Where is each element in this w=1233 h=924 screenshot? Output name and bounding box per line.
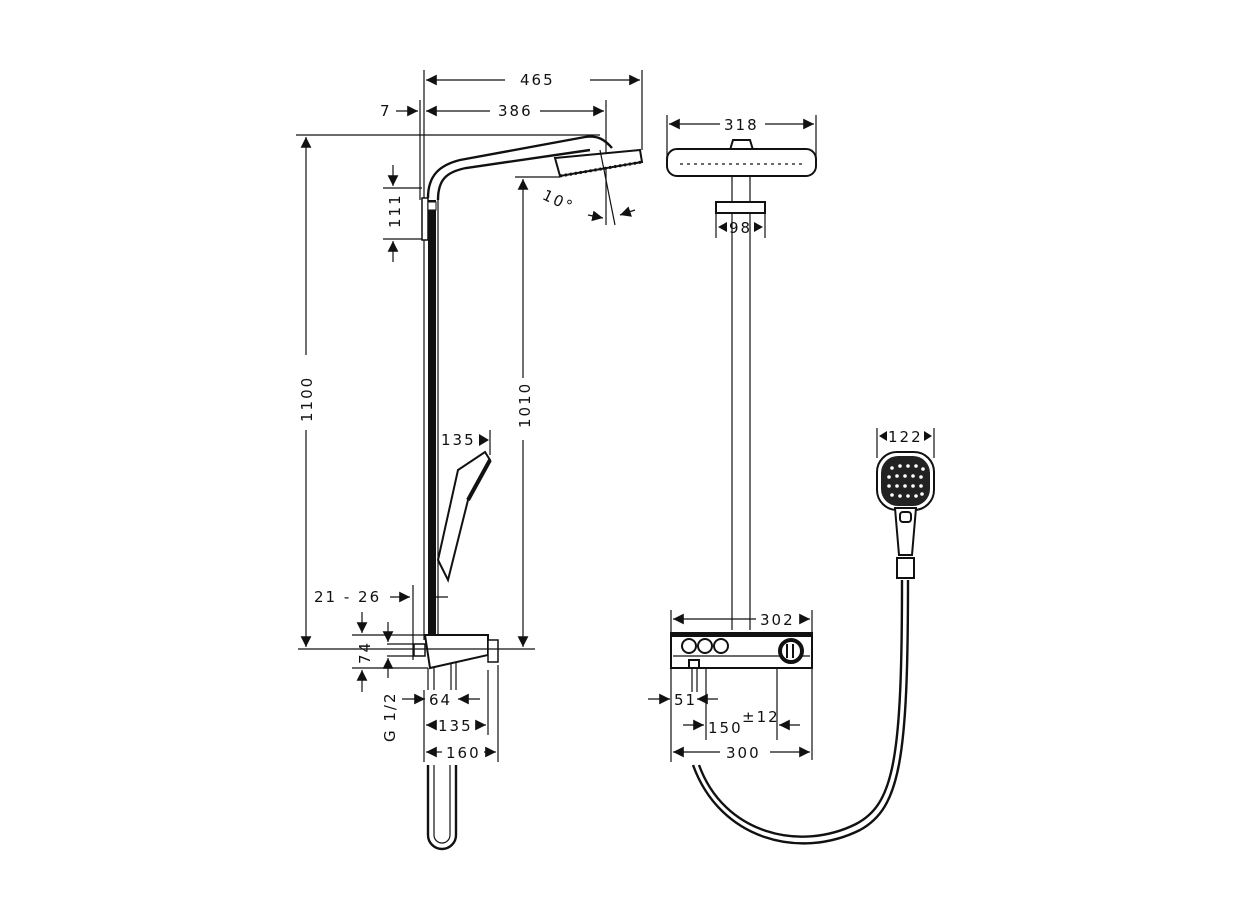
function-button (713, 638, 729, 654)
function-button (697, 638, 713, 654)
hose-side (426, 765, 458, 851)
dim-51: 51 (674, 691, 697, 709)
dim-302: 302 (760, 611, 795, 629)
riser-pipe (428, 200, 436, 640)
dim-135-thermostat: 135 (438, 717, 473, 735)
dim-160: 160 (446, 744, 481, 762)
dim-1100: 1100 (298, 376, 316, 422)
dim-1010: 1010 (516, 382, 534, 428)
dim-7: 7 (380, 102, 392, 120)
dim-386: 386 (498, 102, 533, 120)
hose-front (691, 579, 910, 845)
dim-64: 64 (429, 691, 452, 709)
dim-21-26: 21 - 26 (314, 588, 381, 606)
dim-122: 122 (888, 428, 923, 446)
dim-135-hand: 135 (441, 431, 476, 449)
temperature-knob (778, 638, 804, 664)
dim-74: 74 (356, 641, 374, 664)
dim-150: 150 (708, 719, 743, 737)
dim-tolerance: ±12 (742, 708, 780, 726)
function-button (681, 638, 697, 654)
front-view: 318 98 302 (648, 115, 935, 845)
overhead-shower-front (666, 148, 817, 177)
dim-465: 465 (520, 71, 555, 89)
dim-300: 300 (726, 744, 761, 762)
side-view: 465 386 7 10° 111 1100 (296, 70, 644, 851)
dim-thread: G 1/2 (381, 691, 399, 742)
dim-318: 318 (724, 116, 759, 134)
dim-angle: 10° (540, 186, 577, 216)
dim-111: 111 (386, 193, 404, 228)
dim-98: 98 (729, 219, 752, 237)
shower-arm (426, 135, 613, 199)
